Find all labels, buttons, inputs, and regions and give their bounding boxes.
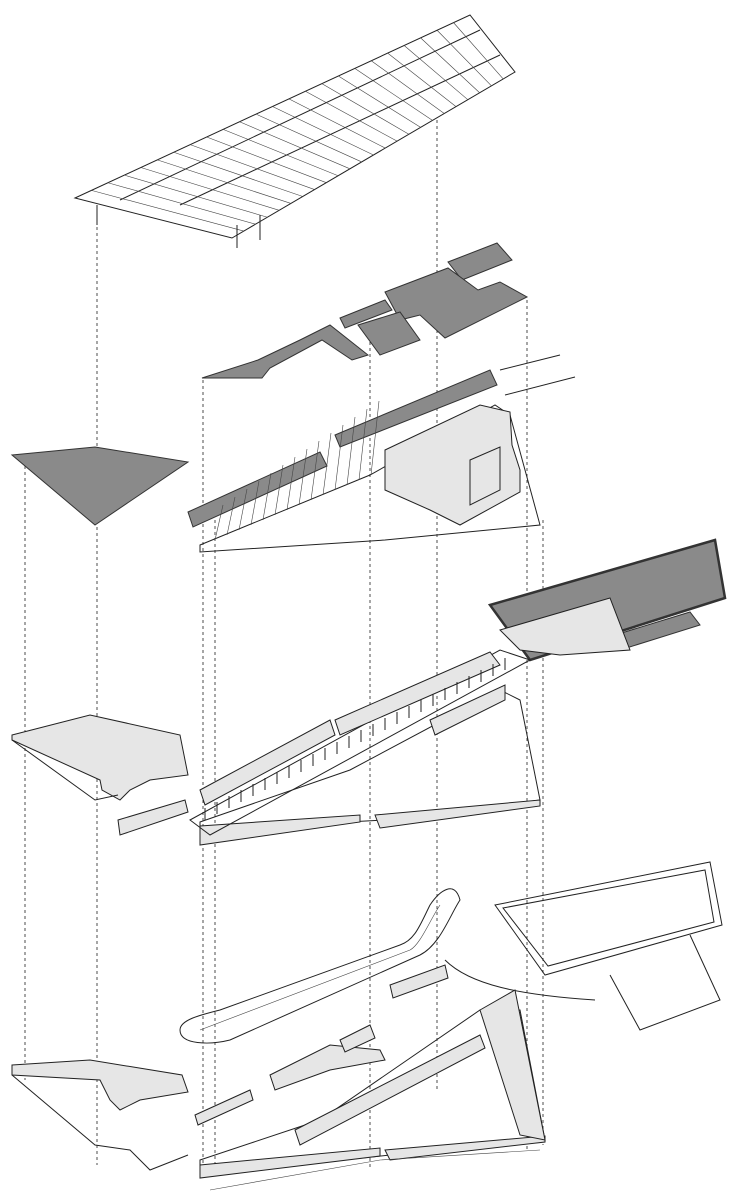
column-line xyxy=(262,472,272,521)
roof-structure xyxy=(73,14,516,248)
column-line xyxy=(274,464,284,516)
roof-rib xyxy=(305,90,398,142)
roof-rib xyxy=(206,136,327,183)
column-line xyxy=(322,432,332,496)
upper-roof-slabs xyxy=(201,242,529,379)
roof-rib xyxy=(420,37,480,93)
column-line xyxy=(358,408,368,481)
roof-rib xyxy=(255,113,362,163)
roof-rib xyxy=(354,68,433,121)
roof-rib xyxy=(403,45,469,100)
column-line xyxy=(214,504,224,541)
column-line xyxy=(226,496,236,536)
roof-rib xyxy=(338,75,421,128)
roof-rib xyxy=(157,159,292,204)
roof-rib xyxy=(387,52,457,107)
column-line xyxy=(298,448,308,506)
roof-rib xyxy=(288,98,386,149)
left-slab xyxy=(10,446,190,526)
roof-rib xyxy=(321,83,410,135)
roof-rib xyxy=(272,106,374,156)
lower-floor xyxy=(11,597,631,846)
roof-rib xyxy=(173,151,303,197)
column-line xyxy=(310,440,320,501)
middle-level xyxy=(187,354,576,553)
ground-floor xyxy=(11,861,723,1191)
roof-rib xyxy=(436,30,492,87)
roof-rib xyxy=(124,174,268,218)
roof-rib xyxy=(190,144,315,190)
roof-rib xyxy=(107,182,256,225)
roof-rib xyxy=(453,22,504,80)
column-line xyxy=(250,480,260,526)
column-line xyxy=(346,416,356,486)
roof-rib xyxy=(371,60,445,114)
roof-rib xyxy=(223,129,339,177)
column-line xyxy=(238,488,248,531)
column-line xyxy=(370,400,380,476)
roof-rib xyxy=(91,190,244,232)
roof-rib xyxy=(239,121,351,170)
roof-rib xyxy=(140,167,280,211)
column-line xyxy=(334,424,344,491)
column-line xyxy=(286,456,296,511)
